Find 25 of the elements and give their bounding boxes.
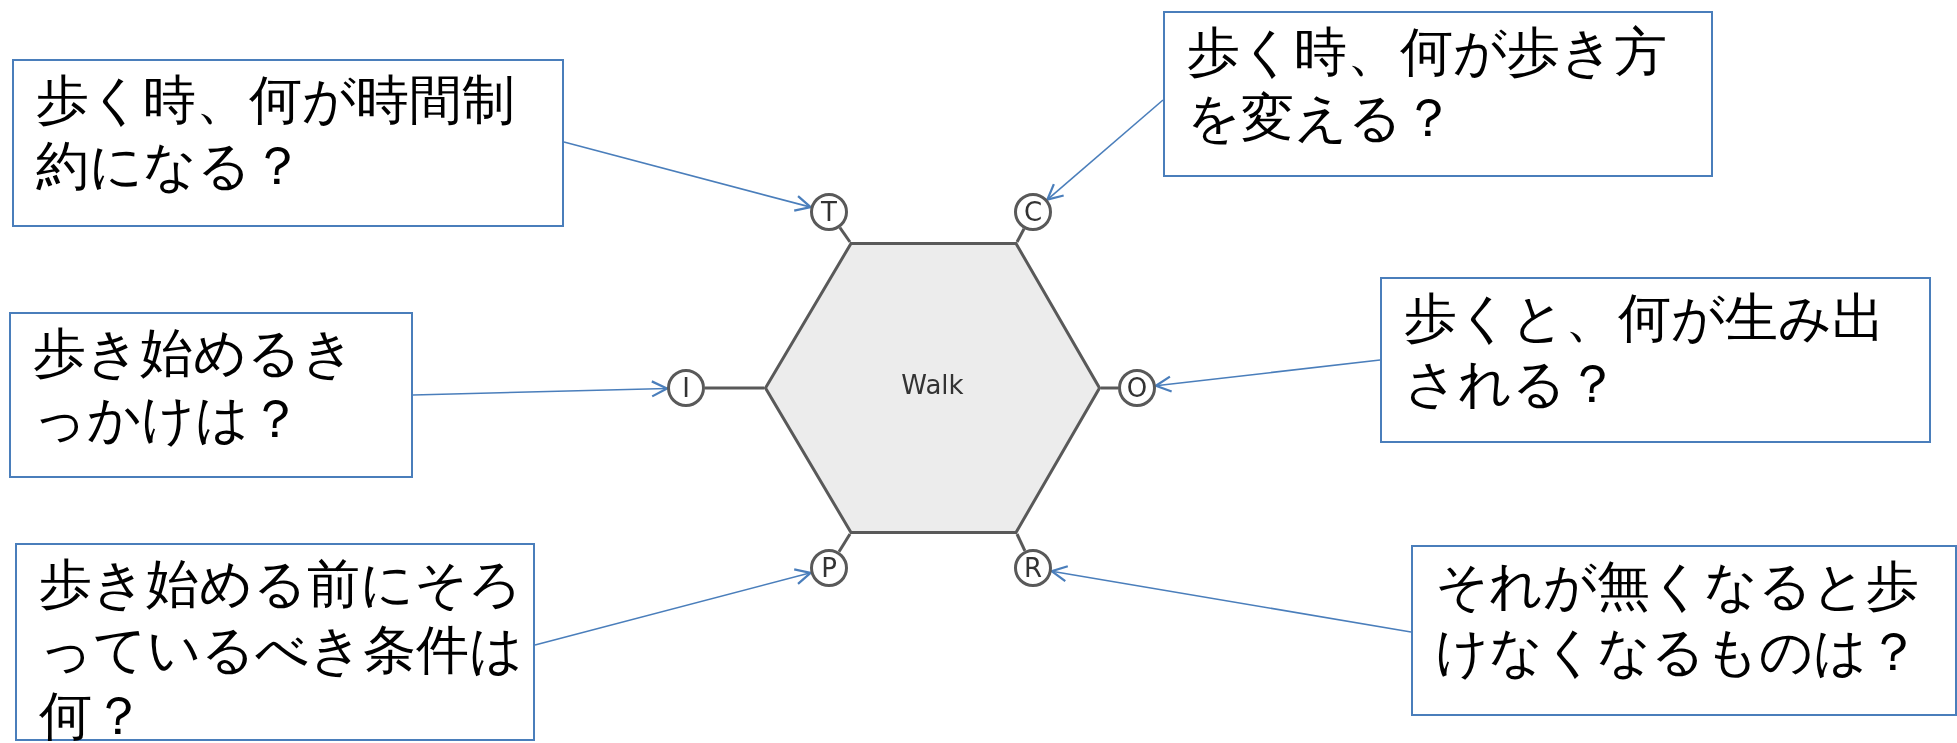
node-label: Walk — [900, 370, 965, 400]
connector-line — [1015, 228, 1026, 243]
connector-line — [1015, 533, 1027, 552]
letter-circle: C — [1014, 193, 1052, 231]
connector-line — [838, 226, 852, 243]
connector-line — [705, 386, 764, 390]
letter-circle: O — [1118, 369, 1156, 407]
arrow — [412, 380, 669, 398]
arrow — [1050, 565, 1412, 633]
question-box: 歩き始める前にそろっているべき条件は何？ — [15, 543, 535, 741]
question-box: 歩き始めるきっかけは？ — [9, 312, 413, 478]
arrow — [1154, 359, 1381, 393]
connector-line — [837, 533, 852, 553]
arrow — [1046, 99, 1164, 201]
letter-circle: I — [667, 369, 705, 407]
question-box: 歩く時、何が時間制約になる？ — [12, 59, 564, 227]
letter-circle: R — [1014, 549, 1052, 587]
question-box: それが無くなると歩けなくなるものは？ — [1411, 545, 1957, 716]
connector-line — [1101, 386, 1118, 390]
letter-circle: T — [810, 193, 848, 231]
arrow — [534, 568, 812, 646]
arrow — [563, 141, 812, 212]
question-box: 歩くと、何が生み出される？ — [1380, 277, 1931, 443]
question-box: 歩く時、何が歩き方を変える？ — [1163, 11, 1713, 177]
letter-circle: P — [810, 549, 848, 587]
